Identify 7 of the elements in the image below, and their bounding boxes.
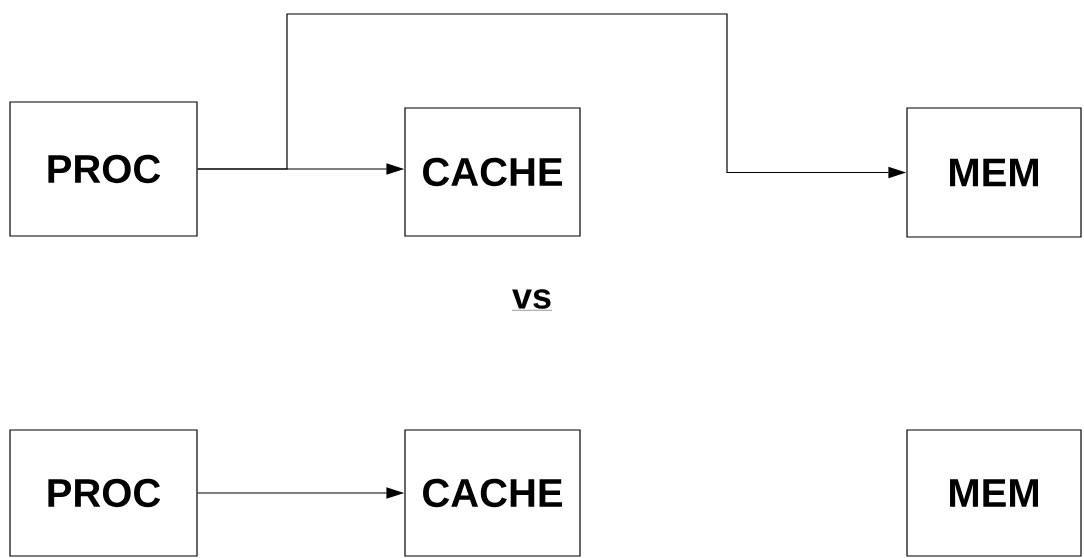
- process-box: MEM: [906, 107, 1082, 238]
- process-box: CACHE: [404, 429, 581, 557]
- vs-heading: vs: [511, 289, 553, 311]
- process-box: PROC: [9, 101, 198, 237]
- process-box: CACHE: [404, 107, 581, 237]
- process-box: MEM: [906, 429, 1082, 557]
- process-box: PROC: [9, 429, 198, 557]
